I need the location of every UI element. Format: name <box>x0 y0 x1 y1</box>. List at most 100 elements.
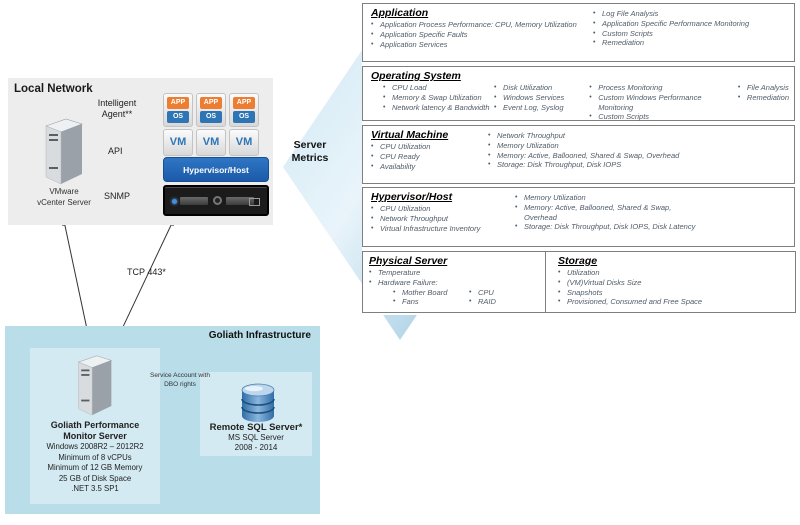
metric-item: Remediation <box>591 38 789 48</box>
metric-item: Windows Services <box>492 93 587 103</box>
metric-item: Snapshots <box>556 288 790 298</box>
tcp-port-label: TCP 443* <box>127 267 166 277</box>
snmp-rack-device-icon <box>163 185 269 216</box>
metric-item: File Analysis <box>736 83 789 93</box>
metric-item: CPU Utilization <box>369 142 486 152</box>
app-badge: APP <box>167 97 189 109</box>
os-badge: OS <box>200 111 222 123</box>
virtual-machine-metrics-box: Virtual Machine CPU Utilization CPU Read… <box>362 125 795 184</box>
sql-server-version: MS SQL Server <box>228 433 284 442</box>
intelligent-agent-label: Intelligent Agent** <box>97 98 137 119</box>
physical-server-metrics-box: Physical Server Temperature Hardware Fai… <box>362 251 546 313</box>
goliath-spec: .NET 3.5 SP1 <box>71 484 119 493</box>
goliath-spec: Minimum of 8 vCPUs <box>58 452 132 462</box>
vcenter-line1: VMware <box>49 187 79 196</box>
sql-server-name: Remote SQL Server* <box>209 422 303 433</box>
metric-item: Temperature <box>367 268 541 278</box>
local-network-title: Local Network <box>14 83 93 95</box>
operating-system-metrics-box: Operating System CPU Load Memory & Swap … <box>362 66 795 122</box>
metric-item: Availability <box>369 162 486 172</box>
physical-server-heading: Physical Server <box>369 255 448 267</box>
metric-item: Event Log, Syslog <box>492 103 587 113</box>
vcenter-line2: vCenter Server <box>37 198 91 207</box>
metric-item: Memory: Active, Ballooned, Shared & Swap… <box>513 203 789 223</box>
application-heading: Application <box>371 7 429 19</box>
metric-item: Network Throughput <box>486 131 789 141</box>
goliath-server-name: Goliath Performance <box>50 420 140 430</box>
metric-item: Network latency & Bandwidth <box>381 103 492 113</box>
sql-server-box: Remote SQL Server* MS SQL Server 2008 - … <box>200 372 312 456</box>
metric-subitem: Mother Board <box>391 288 467 298</box>
vm-card: VM <box>196 129 226 156</box>
database-icon <box>240 383 276 428</box>
storage-metrics-box: Storage Utilization (VM)Virtual Disks Si… <box>545 251 796 313</box>
metric-item: Memory Utilization <box>513 193 789 203</box>
metric-item: Custom Scripts <box>591 29 789 39</box>
goliath-infrastructure-panel: Goliath Infrastructure Goliath Performan… <box>5 326 320 514</box>
goliath-server-label: Goliath Performance Monitor Server Windo… <box>30 420 160 495</box>
app-badge: APP <box>233 97 255 109</box>
device-led <box>172 199 177 204</box>
hypervisor-host-metrics-box: Hypervisor/Host CPU Utilization Network … <box>362 187 795 247</box>
metric-item: Application Specific Faults <box>369 30 591 40</box>
metric-item: CPU Ready <box>369 152 486 162</box>
goliath-infrastructure-title: Goliath Infrastructure <box>208 330 311 341</box>
device-port <box>249 198 260 206</box>
vm-card: VM <box>163 129 193 156</box>
snmp-label: SNMP <box>104 191 131 201</box>
metric-item: Memory & Swap Utilization <box>381 93 492 103</box>
metric-subitem: CPU <box>467 288 496 298</box>
goliath-spec: Windows 2008R2 – 2012R2 <box>46 442 144 451</box>
operating-system-heading: Operating System <box>371 70 461 82</box>
metric-item: Memory Utilization <box>486 141 789 151</box>
application-metrics-box: Application Application Process Performa… <box>362 3 795 62</box>
metric-item: Application Specific Performance Monitor… <box>591 19 789 29</box>
device-slot <box>226 197 254 205</box>
metric-subitem: RAID <box>467 297 496 307</box>
device-knob <box>213 196 222 205</box>
metric-item: CPU Utilization <box>369 204 513 214</box>
metric-item: Disk Utilization <box>492 83 587 93</box>
sql-server-years: 2008 - 2014 <box>234 443 278 452</box>
app-os-card: APP OS <box>229 93 259 127</box>
metric-item: Provisioned, Consumed and Free Space <box>556 297 790 307</box>
os-badge: OS <box>167 111 189 123</box>
local-network-panel: Local Network Intelligent Agent** API SN… <box>8 78 273 225</box>
metric-item: Network Throughput <box>369 214 513 224</box>
metric-item: Utilization <box>556 268 790 278</box>
goliath-server-name: Monitor Server <box>63 431 127 441</box>
hypervisor-host-bar: Hypervisor/Host <box>163 157 269 182</box>
metric-subitem: Fans <box>391 297 467 307</box>
vcenter-server-label: VMware vCenter Server <box>8 186 120 208</box>
metric-item: Virtual Infrastructure Inventory <box>369 224 513 234</box>
service-account-label: Service Account with DBO rights <box>150 372 210 388</box>
metric-item: Process Monitoring <box>587 83 736 93</box>
metric-item: (VM)Virtual Disks Size <box>556 278 790 288</box>
goliath-spec: 25 GB of Disk Space <box>58 473 132 483</box>
metric-item: CPU Load <box>381 83 492 93</box>
metric-item: Hardware Failure: <box>367 278 541 288</box>
hypervisor-host-heading: Hypervisor/Host <box>371 191 453 203</box>
metric-item: Remediation <box>736 93 789 103</box>
server-metrics-label: Server Metrics <box>291 139 329 164</box>
sql-server-label: Remote SQL Server* MS SQL Server 2008 - … <box>200 422 312 453</box>
metric-item: Storage: Disk Throughput, Disk IOPS, Dis… <box>513 222 789 232</box>
metric-item: Application Services <box>369 40 591 50</box>
storage-heading: Storage <box>558 255 598 267</box>
vm-card: VM <box>229 129 259 156</box>
app-os-card: APP OS <box>196 93 226 127</box>
metric-item: Custom Windows Performance Monitoring <box>587 93 736 113</box>
app-os-card: APP OS <box>163 93 193 127</box>
api-label: API <box>108 146 123 156</box>
metric-item: Memory: Active, Ballooned, Shared & Swap… <box>486 151 789 161</box>
metric-item: Storage: Disk Throughput, Disk IOPS <box>486 160 789 170</box>
metric-item: Log File Analysis <box>591 9 789 19</box>
metric-item: Custom Scripts <box>587 112 736 122</box>
vcenter-server-icon <box>40 114 86 188</box>
app-badge: APP <box>200 97 222 109</box>
metric-item: Application Process Performance: CPU, Me… <box>369 20 591 30</box>
goliath-server-box: Goliath Performance Monitor Server Windo… <box>30 348 160 504</box>
goliath-server-icon <box>73 351 115 419</box>
os-badge: OS <box>233 111 255 123</box>
goliath-spec: Minimum of 12 GB Memory <box>47 463 143 472</box>
